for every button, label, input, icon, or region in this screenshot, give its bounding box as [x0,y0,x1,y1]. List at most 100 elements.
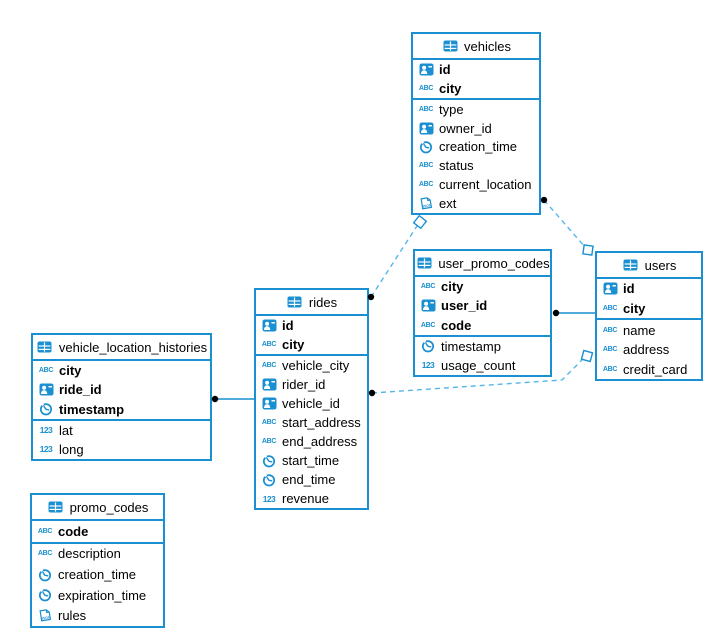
field-name: vehicle_id [282,396,340,411]
field-name: id [282,318,294,333]
text-icon: ABC [602,326,618,334]
field-name: code [441,317,472,333]
field-row: 123 usage_count [415,356,550,375]
field-name: code [58,523,89,539]
field-row: ABC address [597,340,701,360]
uuid-icon [260,377,278,392]
field-name: type [439,101,464,117]
field-name: city [441,279,464,295]
text-icon: ABC [261,419,277,426]
table-title: promo_codes [69,499,149,515]
uuid-icon [37,382,55,397]
text-icon: ABC [261,438,277,445]
table-header[interactable]: users [597,253,701,279]
field-name: name [623,322,656,338]
field-row: expiration_time [32,585,163,606]
table-header[interactable]: user_promo_codes [415,251,550,277]
field-name: city [282,337,305,352]
field-row: JSON ext [413,194,539,213]
field-name: status [439,158,474,174]
section-divider [32,541,163,544]
svg-text:JSON: JSON [422,203,432,208]
field-name: city [59,363,82,379]
field-name: lat [59,422,73,438]
field-row: timestamp [415,337,550,356]
number-icon: 123 [39,444,53,455]
text-icon: ABC [38,367,54,375]
table-icon [286,295,304,310]
text-icon: ABC [602,365,618,373]
uuid-icon [417,121,435,136]
field-name: start_time [282,453,340,468]
uuid-icon [419,298,437,313]
uuid-icon [601,281,619,296]
number-icon: 123 [421,360,435,371]
field-row: creation_time [32,564,163,585]
text-icon: ABC [602,346,618,354]
field-name: id [439,61,451,77]
text-icon: ABC [418,105,434,113]
number-icon: 123 [262,493,276,504]
field-name: address [623,342,670,358]
table-header[interactable]: promo_codes [32,495,163,521]
field-row: owner_id [413,119,539,138]
text-icon: ABC [418,84,434,92]
field-name: usage_count [441,357,516,373]
field-row: timestamp [33,399,210,418]
field-row: creation_time [413,138,539,157]
timestamp-icon [419,339,437,354]
field-name: credit_card [623,361,688,377]
text-icon: ABC [418,162,434,170]
field-name: end_time [282,472,336,487]
table-header[interactable]: rides [256,290,367,316]
svg-text:JSON: JSON [41,615,51,620]
table-header[interactable]: vehicles [413,34,539,60]
text-icon: ABC [261,362,277,369]
field-row: id [413,60,539,79]
field-name: ext [439,196,457,212]
table-icon [622,258,640,273]
section-divider [256,354,367,356]
relationship-endpoint-dot [368,389,376,397]
field-row: start_time [256,451,367,470]
table-title: vehicle_location_histories [58,339,208,355]
field-row: ABC vehicle_city [256,356,367,375]
field-name: vehicle_city [282,358,350,373]
json-icon: JSON [417,196,435,211]
field-row: ABC city [33,361,210,380]
field-name: end_address [282,434,358,449]
field-row: id [256,316,367,335]
table-header[interactable]: vehicle_location_histories [33,335,210,361]
table-title: rides [308,294,338,310]
timestamp-icon [260,472,278,487]
table-title: vehicles [464,38,511,54]
relationship-cardinality-square [580,349,594,363]
field-name: long [59,441,84,457]
field-name: revenue [282,491,329,506]
field-name: timestamp [59,401,125,417]
field-name: owner_id [439,120,492,136]
timestamp-icon [37,402,55,417]
field-row: ABC end_address [256,432,367,451]
field-name: creation_time [439,139,518,155]
